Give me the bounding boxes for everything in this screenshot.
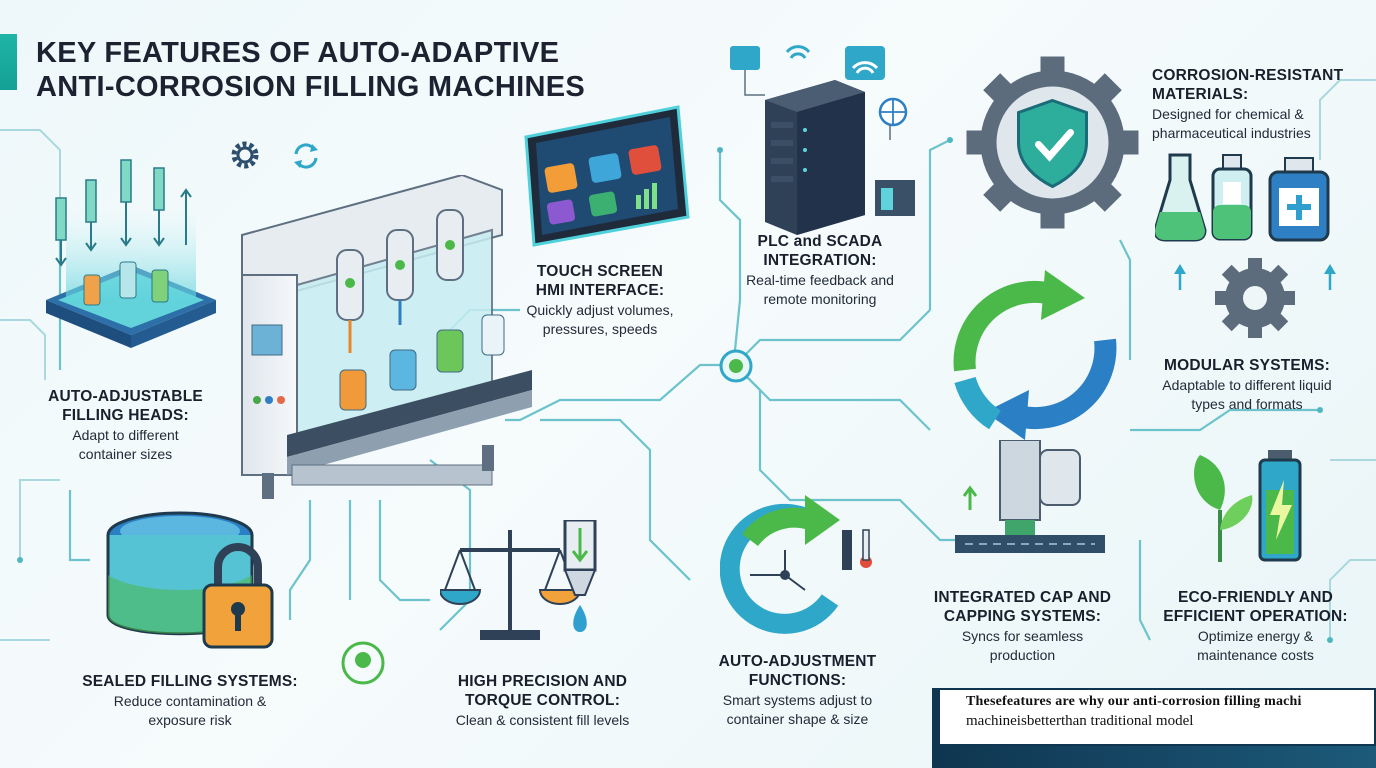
feature-sealed-filling: SEALED FILLING SYSTEMS: Reduce contamina… [55,672,325,729]
cycle-arrows-icon [953,270,1117,440]
chemical-bottles-illustration [1155,153,1330,242]
feature-touch-screen: TOUCH SCREEN HMI INTERFACE: Quickly adju… [495,262,705,338]
feature-heading: FUNCTIONS: [748,672,847,689]
feature-description: container sizes [78,446,173,462]
touch-icon [341,641,385,685]
refresh-icon [294,143,318,169]
feature-heading: EFFICIENT OPERATION: [1163,608,1348,625]
feature-integrated-capping: INTEGRATED CAP AND CAPPING SYSTEMS: Sync… [910,588,1135,664]
feature-heading: HIGH PRECISION AND [457,673,628,690]
shield-gear-icon [966,56,1139,229]
hub-node-icon [719,349,753,383]
auto-adjust-arrow-icon [720,495,872,634]
plc-server-illustration [730,45,915,235]
feature-heading: FILLING HEADS: [62,407,189,424]
sealed-container-lock-icon [106,511,274,649]
feature-description: exposure risk [148,712,232,728]
gear-icon [231,141,259,169]
feature-eco-friendly: ECO-FRIENDLY AND EFFICIENT OPERATION: Op… [1138,588,1373,664]
title-line-1: KEY FEATURES OF AUTO-ADAPTIVE [36,37,560,69]
feature-description: Clean & consistent fill levels [455,712,630,728]
banner-line-2: machineisbetterthan traditional model [966,713,1194,729]
feature-heading: CORROSION-RESISTANT [1152,67,1344,84]
feature-filling-heads: AUTO-ADJUSTABLE FILLING HEADS: Adapt to … [18,387,233,463]
feature-description: maintenance costs [1197,647,1314,663]
feature-heading: AUTO-ADJUSTABLE [48,388,203,405]
feature-heading: SEALED FILLING SYSTEMS: [82,673,298,690]
feature-description: pressures, speeds [542,321,658,337]
title-line-2: ANTI-CORROSION FILLING MACHINES [36,71,585,103]
feature-heading: CAPPING SYSTEMS: [943,608,1102,625]
touch-screen-illustration [524,105,690,247]
feature-heading: TORQUE CONTROL: [464,692,621,709]
page-title: KEY FEATURES OF AUTO-ADAPTIVE ANTI-CORRO… [36,36,676,104]
feature-heading: PLC and SCADA [757,233,883,250]
capping-illustration [955,440,1105,553]
feature-description: Optimize energy & [1197,628,1314,644]
feature-heading: MATERIALS: [1152,86,1249,103]
feature-description: Smart systems adjust to [722,692,873,708]
feature-heading: TOUCH SCREEN [536,263,664,280]
feature-description: container shape & size [726,711,869,727]
summary-banner: Thesefeatures are why our anti-corrosion… [932,688,1376,746]
feature-description: Real-time feedback and [746,272,894,288]
feature-description: Designed for chemical & [1152,106,1304,122]
feature-high-precision: HIGH PRECISION AND TORQUE CONTROL: Clean… [425,672,660,729]
feature-description: Adaptable to different liquid [1162,377,1332,393]
banner-footer-bar [932,746,1376,768]
feature-heading: AUTO-ADJUSTMENT [718,653,877,670]
feature-modular-systems: MODULAR SYSTEMS: Adaptable to different … [1132,356,1362,413]
eco-leaf-battery-icon [1194,450,1302,562]
feature-heading: INTEGRATED CAP AND [933,589,1112,606]
feature-heading: HMI INTERFACE: [535,282,665,299]
title-accent-bar [0,34,17,90]
feature-heading: ECO-FRIENDLY AND [1177,589,1334,606]
feature-auto-adjustment: AUTO-ADJUSTMENT FUNCTIONS: Smart systems… [690,652,905,728]
feature-description: pharmaceutical industries [1152,125,1311,141]
filling-heads-illustration [46,159,216,348]
feature-corrosion-resistant: CORROSION-RESISTANT MATERIALS: Designed … [1152,66,1372,142]
filling-machine-illustration [241,175,532,499]
feature-heading: MODULAR SYSTEMS: [1164,357,1330,374]
feature-description: Adapt to different [72,427,179,443]
feature-heading: INTEGRATION: [763,252,877,269]
banner-line-1: Thesefeatures are why our anti-corrosion… [966,694,1302,709]
feature-description: production [989,647,1056,663]
feature-description: Reduce contamination & [113,693,267,709]
feature-description: remote monitoring [763,291,877,307]
modular-gear-icon [1174,258,1336,338]
feature-description: Quickly adjust volumes, [526,302,674,318]
scale-dropper-illustration [440,520,597,640]
feature-plc-scada: PLC and SCADA INTEGRATION: Real-time fee… [705,232,935,308]
feature-description: Syncs for seamless [961,628,1084,644]
feature-description: types and formats [1191,396,1303,412]
